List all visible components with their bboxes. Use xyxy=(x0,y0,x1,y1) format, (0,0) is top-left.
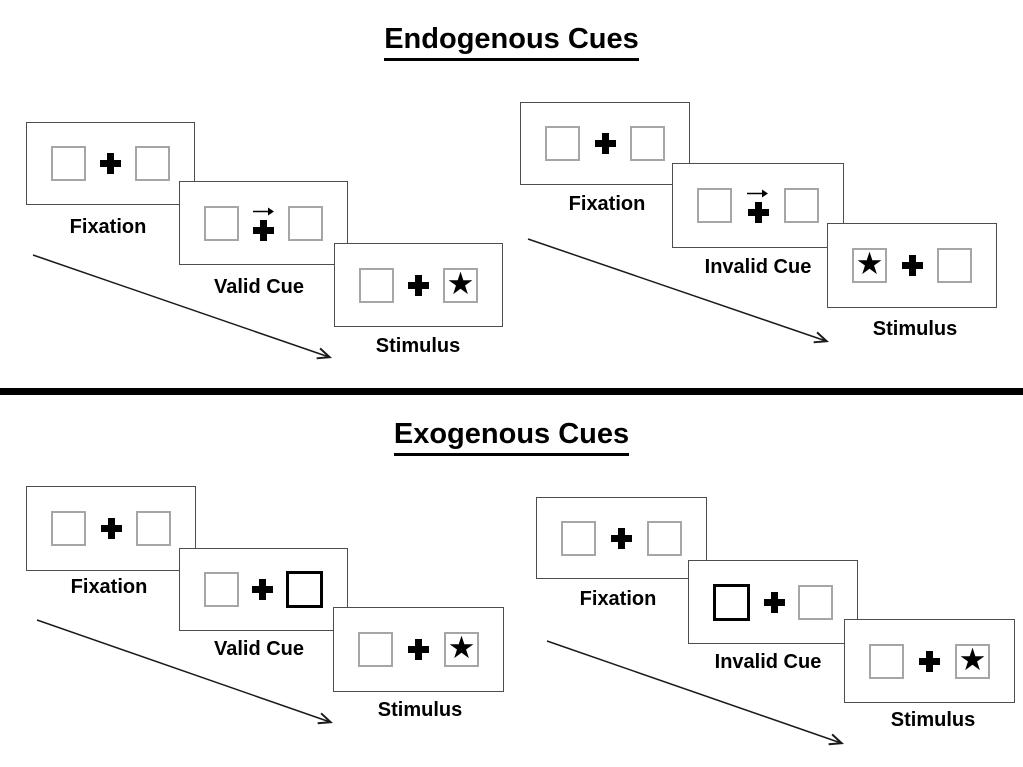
placeholder-box-right xyxy=(630,126,665,161)
placeholder-box-left xyxy=(545,126,580,161)
cue-arrow-right-icon xyxy=(252,207,274,215)
placeholder-box-left xyxy=(204,205,239,241)
fixation-cross-icon xyxy=(901,255,923,276)
placeholder-box-left xyxy=(51,511,86,546)
panel-exogenous-invalid-cue xyxy=(688,560,858,644)
panel-label-valid-cue: Valid Cue xyxy=(213,638,305,660)
panel-label-fixation: Fixation xyxy=(70,576,148,598)
star-icon: ★ xyxy=(958,641,987,678)
cue-arrow-right-icon xyxy=(747,189,768,198)
placeholder-box-right xyxy=(288,205,323,241)
panel-label-fixation: Fixation xyxy=(568,193,646,215)
placeholder-box-left xyxy=(359,267,394,303)
panel-label-invalid-cue: Invalid Cue xyxy=(714,651,822,673)
panel-label-fixation: Fixation xyxy=(579,588,657,610)
panel-endogenous-valid-cue xyxy=(179,181,348,265)
section-divider xyxy=(0,388,1023,395)
placeholder-box-right xyxy=(647,520,682,556)
panel-exogenous-invalid-fixation xyxy=(536,497,707,579)
placeholder-box-left xyxy=(204,572,239,607)
stimulus-box-right: ★ xyxy=(443,265,478,303)
exogenous-title-text: Exogenous Cues xyxy=(393,418,630,456)
panel-exogenous-valid-fixation xyxy=(26,486,196,571)
timeline-arrow-exogenous-invalid xyxy=(546,640,845,746)
panel-exogenous-valid-stimulus: ★ xyxy=(333,607,504,692)
panel-exogenous-invalid-stimulus: ★ xyxy=(844,619,1015,703)
panel-label-invalid-cue: Invalid Cue xyxy=(704,256,812,278)
placeholder-box-right xyxy=(784,188,819,223)
panel-endogenous-valid-fixation xyxy=(26,122,195,205)
star-icon: ★ xyxy=(447,630,476,666)
timeline-arrow-endogenous-valid xyxy=(32,254,333,360)
panel-label-stimulus: Stimulus xyxy=(375,335,461,357)
panel-endogenous-invalid-stimulus: ★ xyxy=(827,223,997,308)
fixation-cross-icon xyxy=(408,274,429,296)
placeholder-box-right xyxy=(135,146,170,181)
panel-endogenous-invalid-fixation xyxy=(520,102,690,185)
exogenous-section-title: Exogenous Cues xyxy=(0,418,1023,456)
panel-label-stimulus: Stimulus xyxy=(890,709,976,731)
fixation-cross-icon xyxy=(252,579,273,600)
fixation-cross-icon xyxy=(408,639,429,660)
placeholder-box-right xyxy=(136,511,171,546)
placeholder-box-left xyxy=(51,146,86,181)
stimulus-box-right: ★ xyxy=(444,632,479,667)
endogenous-section-title: Endogenous Cues xyxy=(0,23,1023,61)
panel-endogenous-invalid-cue xyxy=(672,163,844,248)
star-icon: ★ xyxy=(446,265,475,302)
panel-exogenous-valid-cue xyxy=(179,548,348,631)
endogenous-title-text: Endogenous Cues xyxy=(384,23,639,61)
placeholder-box-right xyxy=(798,584,833,620)
star-icon: ★ xyxy=(855,246,884,282)
fixation-cross-icon xyxy=(747,202,769,223)
timeline-arrow-endogenous-invalid xyxy=(527,238,830,344)
fixation-cross-icon xyxy=(611,527,632,549)
placeholder-box-left xyxy=(358,632,393,667)
fixation-cross-icon xyxy=(253,219,274,241)
stimulus-box-right: ★ xyxy=(955,641,990,679)
fixation-cross-icon xyxy=(594,133,616,154)
placeholder-box-left xyxy=(561,520,596,556)
panel-label-valid-cue: Valid Cue xyxy=(213,276,305,298)
panel-label-fixation: Fixation xyxy=(69,216,147,238)
fixation-cross-icon xyxy=(100,518,122,539)
placeholder-box-right xyxy=(937,248,972,283)
cue-box-left xyxy=(713,583,750,621)
placeholder-box-left xyxy=(869,643,904,679)
panel-endogenous-valid-stimulus: ★ xyxy=(334,243,503,327)
fixation-cross-icon xyxy=(100,153,121,174)
panel-label-stimulus: Stimulus xyxy=(872,318,958,340)
stimulus-box-left: ★ xyxy=(852,248,887,283)
cue-box-right xyxy=(286,571,323,608)
timeline-arrow-exogenous-valid xyxy=(36,619,334,725)
placeholder-box-left xyxy=(697,188,732,223)
fixation-cross-icon xyxy=(763,591,785,613)
panel-label-stimulus: Stimulus xyxy=(377,699,463,721)
fixation-cross-icon xyxy=(919,650,940,672)
